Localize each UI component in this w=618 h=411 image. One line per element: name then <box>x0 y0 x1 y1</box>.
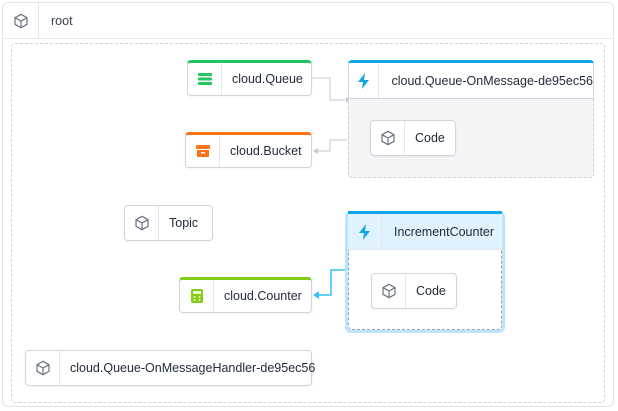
onmessage-code-node[interactable]: Code <box>370 120 456 156</box>
queue-label: cloud.Queue <box>232 72 303 86</box>
queue-icon <box>188 63 222 95</box>
cube-icon <box>125 206 159 240</box>
bucket-label: cloud.Bucket <box>230 144 302 158</box>
bucket-node[interactable]: cloud.Bucket <box>185 132 312 168</box>
lightning-icon <box>349 63 380 98</box>
bucket-icon <box>186 135 220 167</box>
lightning-icon <box>348 214 382 249</box>
counter-label: cloud.Counter <box>224 289 302 303</box>
root-body <box>11 43 605 403</box>
onmessage-group[interactable]: cloud.Queue-OnMessage-de95ec56 Code <box>348 60 594 178</box>
increment-label: IncrementCounter <box>394 224 495 239</box>
handler-label: cloud.Queue-OnMessageHandler-de95ec56 <box>70 361 316 375</box>
increment-code-node[interactable]: Code <box>371 273 457 309</box>
increment-header[interactable]: IncrementCounter <box>348 211 502 250</box>
cube-icon <box>372 274 406 308</box>
onmessage-label: cloud.Queue-OnMessage-de95ec56 <box>391 73 593 88</box>
increment-group[interactable]: IncrementCounter Code <box>345 211 505 333</box>
topic-label: Topic <box>169 216 199 230</box>
counter-icon <box>180 280 214 312</box>
cube-icon <box>3 2 39 39</box>
increment-code-label: Code <box>416 284 446 298</box>
counter-node[interactable]: cloud.Counter <box>179 277 312 313</box>
root-header[interactable]: root <box>3 2 613 39</box>
queue-node[interactable]: cloud.Queue <box>187 60 312 96</box>
onmessage-header[interactable]: cloud.Queue-OnMessage-de95ec56 <box>348 63 594 99</box>
root-label: root <box>51 13 73 28</box>
cube-icon <box>26 351 60 385</box>
onmessage-code-label: Code <box>415 131 445 145</box>
cube-icon <box>371 121 405 155</box>
handler-node[interactable]: cloud.Queue-OnMessageHandler-de95ec56 <box>25 350 315 386</box>
topic-node[interactable]: Topic <box>124 205 213 241</box>
